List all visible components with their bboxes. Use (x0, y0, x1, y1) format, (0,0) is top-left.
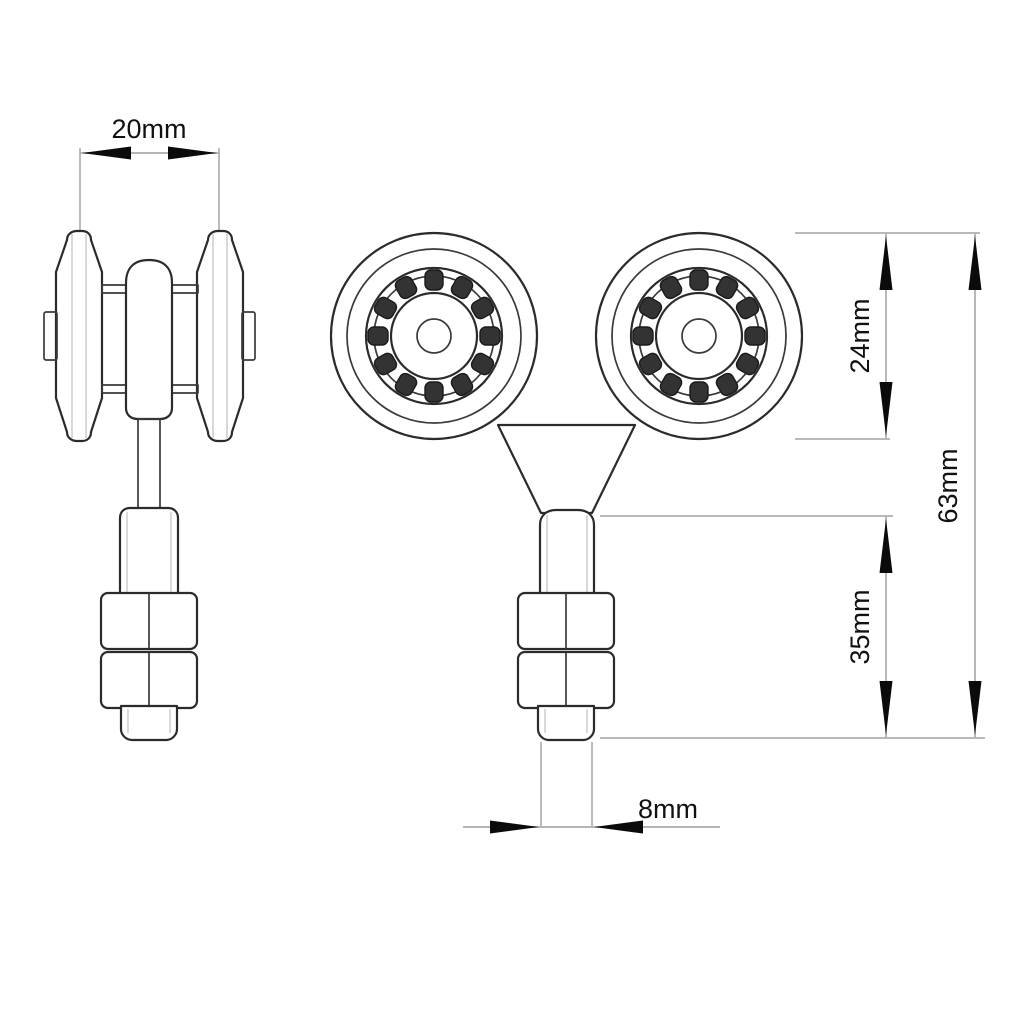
wheel-profile-right (195, 229, 245, 443)
arrowhead-right (594, 820, 643, 834)
side-view-nut-upper (99, 591, 199, 651)
wheel-left-axle-hole (416, 318, 452, 354)
dimension-label-20mm: 20mm (111, 114, 186, 144)
wheel-profile-left (54, 229, 104, 443)
arrowhead-top (879, 519, 893, 573)
dimension-63mm: 63mm (600, 233, 985, 739)
wheel-left-ball-set (367, 269, 501, 403)
side-view-nut-lower (99, 650, 199, 710)
dimension-label-63mm: 63mm (933, 448, 963, 523)
arrowhead-left (82, 146, 131, 160)
side-view-stem (118, 418, 180, 600)
front-view-wheel-right (594, 231, 804, 441)
retainer-tab-right (241, 311, 256, 361)
dimension-label-24mm: 24mm (845, 298, 875, 373)
hub-body (124, 258, 174, 421)
side-view-assembly (43, 229, 256, 742)
dimension-20mm: 20mm (79, 114, 220, 232)
dimension-35mm: 35mm (600, 515, 893, 738)
stem-shoulder (118, 506, 180, 600)
side-view-wheel-left (43, 229, 104, 443)
arrowhead-left (490, 820, 539, 834)
front-bolt-tip (536, 704, 596, 742)
front-view-wheel-left (329, 231, 539, 441)
dimension-label-35mm: 35mm (845, 589, 875, 664)
arrowhead-top (968, 236, 982, 290)
arrowhead-right (168, 146, 217, 160)
arrowhead-bottom (879, 681, 893, 735)
wheel-right-ball-set (632, 269, 766, 403)
arrowhead-bottom (879, 382, 893, 436)
front-view-nut-lower (516, 650, 616, 710)
wheel-right-axle-hole (681, 318, 717, 354)
front-view-stem (538, 508, 596, 599)
side-view-bolt-tip (119, 704, 179, 742)
arrowhead-bottom (968, 681, 982, 735)
side-view-hub (101, 258, 199, 421)
arrowhead-top (879, 236, 893, 290)
bolt-tip (119, 704, 179, 742)
side-view-wheel-right (195, 229, 256, 443)
front-view-nut-upper (516, 591, 616, 651)
dimension-8mm: 8mm (463, 742, 720, 834)
yoke-plate (496, 423, 637, 515)
dimension-24mm: 24mm (795, 232, 980, 440)
front-view-assembly (329, 231, 804, 742)
front-view-yoke (496, 423, 637, 515)
front-stem-shaft (538, 508, 596, 599)
front-view-bolt-tip (536, 704, 596, 742)
retainer-tab-left (43, 311, 58, 361)
dimension-label-8mm: 8mm (638, 794, 698, 824)
